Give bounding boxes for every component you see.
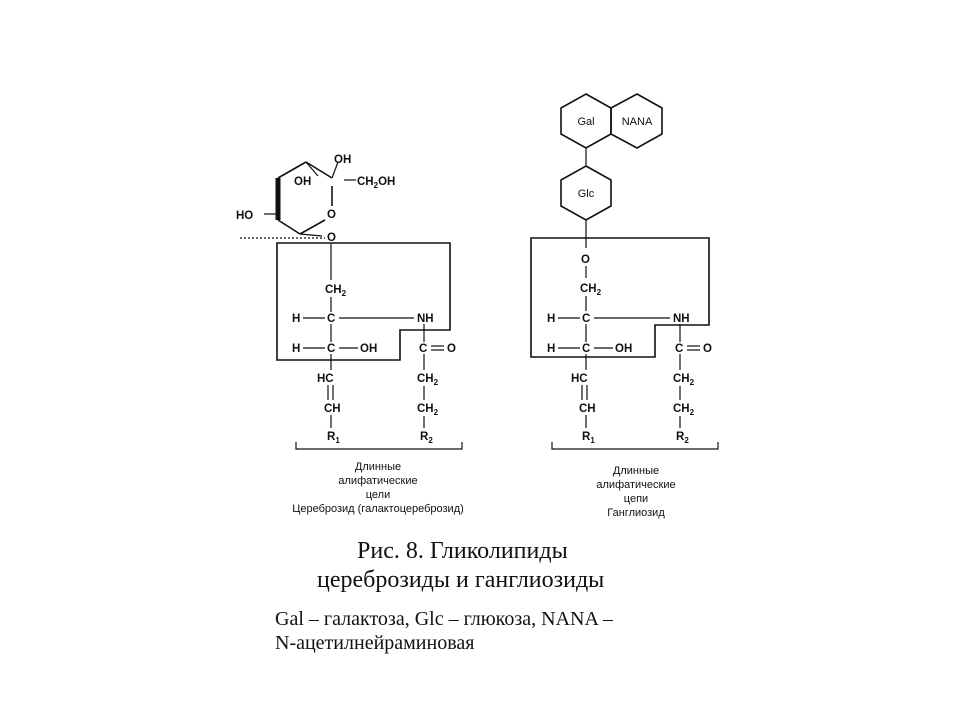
ganglioside-legend: Длинные алифатические цепи Ганглиозид bbox=[596, 465, 675, 519]
acyl-ch2-b-label: CH2 bbox=[417, 403, 439, 417]
galactose-ring: OH OH CH2OH HO O O bbox=[236, 154, 395, 244]
acyl-ch2-a-label: CH2 bbox=[673, 373, 695, 387]
c2-label: C bbox=[582, 343, 590, 355]
figure-subtitle: цереброзиды и ганглиозиды bbox=[317, 567, 605, 593]
nana-label: NANA bbox=[622, 116, 653, 128]
ch2-label: CH2 bbox=[325, 284, 347, 298]
c1-label: C bbox=[582, 313, 590, 325]
acyl-ch2-a-label: CH2 bbox=[417, 373, 439, 387]
oh-top-label: OH bbox=[334, 154, 351, 166]
h1-label: H bbox=[547, 313, 555, 325]
nh-label: NH bbox=[417, 313, 434, 325]
hc-label: HC bbox=[571, 373, 588, 385]
c1-label: C bbox=[327, 313, 335, 325]
legend-line: цепи bbox=[624, 493, 648, 505]
ring-bond bbox=[305, 161, 333, 179]
r1-label: R1 bbox=[582, 431, 595, 445]
cerebroside-structure: OH OH CH2OH HO O O CH2 H C NH H C OH HC bbox=[236, 154, 464, 515]
r2-label: R2 bbox=[420, 431, 433, 445]
ch-label: CH bbox=[579, 403, 596, 415]
nana-hexagon bbox=[610, 93, 663, 149]
h1-label: H bbox=[292, 313, 300, 325]
cerebroside-backbone: CH2 H C NH H C OH HC CH R1 C O bbox=[292, 244, 456, 445]
c2-label: C bbox=[327, 343, 335, 355]
ceramide-box bbox=[276, 242, 451, 361]
legend-line: Ганглиозид bbox=[607, 507, 665, 519]
r1-label: R1 bbox=[327, 431, 340, 445]
r2-label: R2 bbox=[676, 431, 689, 445]
legend-line: цели bbox=[366, 489, 391, 501]
legend-line: алифатические bbox=[338, 475, 417, 487]
h2-label: H bbox=[547, 343, 555, 355]
ganglioside-backbone: O CH2 H C NH H C OH HC CH R1 C bbox=[547, 254, 712, 445]
ring-substituent-bond bbox=[299, 233, 323, 237]
cerebroside-legend: Длинные алифатические цели Цереброзид (г… bbox=[292, 461, 464, 515]
acyl-c-label: C bbox=[675, 343, 683, 355]
glycosidic-oxygen-label: O bbox=[581, 254, 590, 266]
nh-label: NH bbox=[673, 313, 690, 325]
acyl-c-label: C bbox=[419, 343, 427, 355]
glycosidic-oxygen-label: O bbox=[327, 232, 336, 244]
chains-bracket bbox=[295, 442, 463, 450]
ganglioside-structure: Gal NANA Glc O CH2 H C NH H C OH HC CH bbox=[530, 93, 719, 519]
legend-line: алифатические bbox=[596, 479, 675, 491]
legend-line: Цереброзид (галактоцереброзид) bbox=[292, 503, 464, 515]
abbreviations-line-2: N-ацетилнейраминовая bbox=[275, 632, 475, 654]
ceramide-box bbox=[530, 237, 710, 358]
glc-label: Glc bbox=[578, 188, 595, 200]
oh-label: OH bbox=[360, 343, 377, 355]
legend-line: Длинные bbox=[613, 465, 659, 477]
ring-oxygen-label: O bbox=[327, 209, 336, 221]
figure-title: Рис. 8. Гликолипиды bbox=[357, 538, 568, 564]
ring-substituent-bond bbox=[331, 161, 339, 179]
hc-label: HC bbox=[317, 373, 334, 385]
ho-left-label: HO bbox=[236, 210, 253, 222]
acyl-ch2-b-label: CH2 bbox=[673, 403, 695, 417]
ch2-label: CH2 bbox=[580, 283, 602, 297]
legend-line: Длинные bbox=[355, 461, 401, 473]
ring-bond bbox=[277, 219, 301, 235]
oh-inner-label: OH bbox=[294, 176, 311, 188]
ring-substituent-bond bbox=[305, 161, 319, 177]
oh-label: OH bbox=[615, 343, 632, 355]
ring-bond bbox=[299, 219, 326, 235]
h2-label: H bbox=[292, 343, 300, 355]
ch2oh-label: CH2OH bbox=[357, 176, 395, 190]
acyl-o-label: O bbox=[703, 343, 712, 355]
acyl-o-label: O bbox=[447, 343, 456, 355]
chains-bracket bbox=[551, 442, 719, 450]
ring-bond bbox=[277, 161, 307, 179]
ch-label: CH bbox=[324, 403, 341, 415]
abbreviations-line-1: Gal – галактоза, Glc – глюкоза, NANA – bbox=[275, 608, 613, 630]
gal-label: Gal bbox=[577, 116, 594, 128]
